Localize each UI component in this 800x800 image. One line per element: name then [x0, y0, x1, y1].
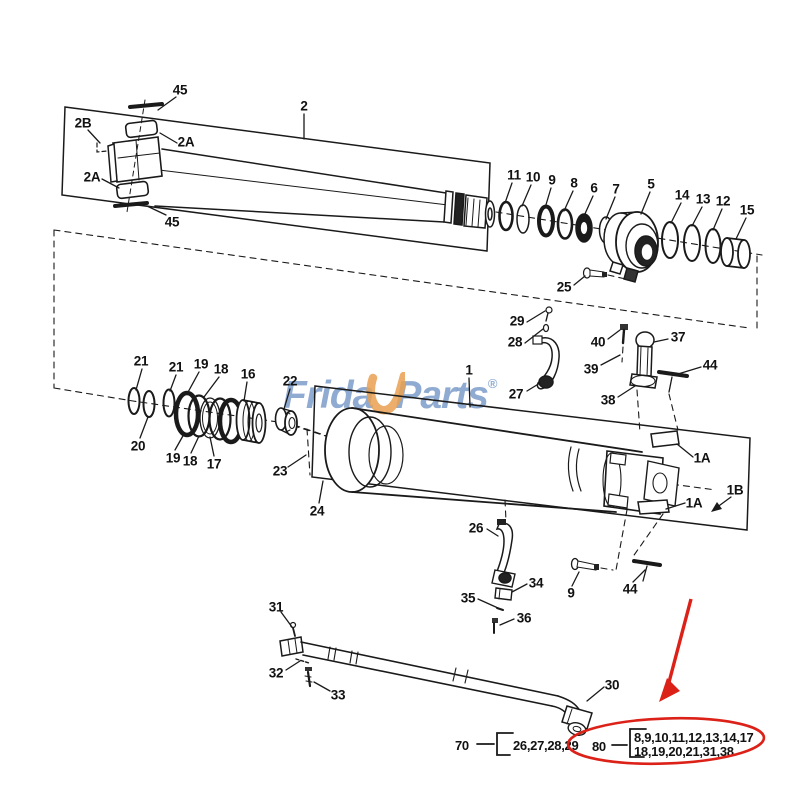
part-label-20: 20 [130, 438, 146, 454]
footer-parts-80-line2: 18,19,20,21,31,38 [634, 744, 734, 759]
part-label-1: 1 [465, 362, 473, 378]
part-label-17: 17 [206, 456, 222, 472]
part-label-2A: 2A [177, 134, 195, 150]
watermark-check-icon [365, 371, 409, 418]
part-label-19: 19 [165, 450, 181, 466]
part-label-45: 45 [172, 82, 188, 98]
part-label-8: 8 [570, 175, 578, 191]
leader-lines [87, 96, 747, 702]
cylinder-barrel [324, 407, 732, 515]
part-label-2A: 2A [83, 169, 101, 185]
part-label-30: 30 [604, 677, 620, 693]
footer-ref-70: 70 [455, 738, 469, 753]
bolt-9-and-pin-44 [570, 557, 662, 582]
part-label-2B: 2B [74, 115, 92, 131]
rod-assembly [96, 99, 496, 229]
part-label-2: 2 [300, 98, 308, 114]
part-label-14: 14 [674, 187, 690, 203]
part-label-12: 12 [715, 193, 731, 209]
part-label-24: 24 [309, 503, 325, 519]
part-label-23: 23 [272, 463, 288, 479]
part-label-9: 9 [548, 172, 556, 188]
rod-panel-outline [61, 106, 491, 252]
part-label-18: 18 [182, 453, 198, 469]
footer-ref-80: 80 [592, 739, 606, 754]
piston-seal-stack [127, 387, 298, 445]
part-label-21: 21 [133, 353, 149, 369]
part-label-26: 26 [468, 520, 484, 536]
part-label-19: 19 [193, 356, 209, 372]
part-label-39: 39 [583, 361, 599, 377]
part-label-34: 34 [528, 575, 544, 591]
part-label-29: 29 [509, 313, 525, 329]
part-label-28: 28 [507, 334, 523, 350]
part-label-11: 11 [507, 167, 521, 183]
part-label-31: 31 [268, 599, 284, 615]
part-label-7: 7 [612, 181, 620, 197]
part-label-45: 45 [164, 214, 180, 230]
clamp-27-assembly [532, 306, 560, 390]
part-label-16: 16 [240, 366, 256, 382]
clamp-26-assembly [491, 519, 516, 634]
part-label-38: 38 [600, 392, 616, 408]
part-label-1A: 1A [685, 495, 703, 511]
part-label-37: 37 [670, 329, 686, 345]
watermark-text-right: Parts [395, 374, 489, 417]
part-label-25: 25 [556, 279, 572, 295]
registered-symbol: ® [487, 376, 498, 391]
part-label-44: 44 [702, 357, 718, 373]
part-label-1B: 1B [726, 482, 744, 498]
part-label-1A: 1A [693, 450, 711, 466]
fitting-37-assembly [620, 324, 689, 393]
part-label-10: 10 [525, 169, 541, 185]
footer-parts-80-line1: 8,9,10,11,12,13,14,17 [634, 730, 754, 745]
part-label-32: 32 [268, 665, 284, 681]
part-label-5: 5 [647, 176, 655, 192]
part-label-15: 15 [739, 202, 755, 218]
part-label-27: 27 [508, 386, 524, 402]
part-label-36: 36 [516, 610, 532, 626]
part-label-13: 13 [695, 191, 711, 207]
part-label-22: 22 [282, 373, 298, 389]
footer-parts-70: 26,27,28,29 [513, 738, 579, 753]
part-label-18: 18 [213, 361, 229, 377]
part-label-6: 6 [590, 180, 598, 196]
part-label-44: 44 [622, 581, 638, 597]
part-label-9: 9 [567, 585, 575, 601]
part-label-40: 40 [590, 334, 606, 350]
part-label-33: 33 [330, 687, 346, 703]
part-label-35: 35 [460, 590, 476, 606]
part-label-21: 21 [168, 359, 184, 375]
cylinder-panel-outline [311, 385, 751, 531]
